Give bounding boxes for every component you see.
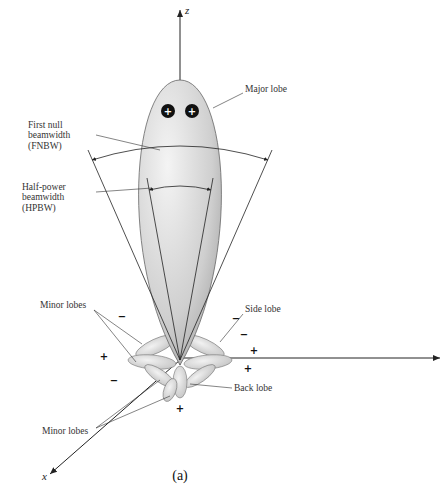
lobe-label: Back lobe [234,383,272,393]
sign-mark: − [118,311,126,322]
lobe-label: Minor lobes [42,426,88,436]
figure-caption: (a) [172,468,188,484]
sign-mark: + [100,351,108,362]
lobe-label: Minor lobes [40,300,86,310]
sign-mark: + [164,106,172,117]
sign-mark: + [188,106,196,117]
sign-mark: − [232,313,240,324]
beamwidth-label: Half-power beamwidth (HPBW) [22,182,94,213]
sign-mark: − [110,375,118,386]
sign-mark: + [244,363,252,374]
beamwidth-label: First null beamwidth (FNBW) [28,120,98,151]
lobe-label: Major lobe [245,84,287,94]
axis-letter: z [185,4,189,16]
sign-mark: + [176,403,184,414]
lobe-label: Side lobe [245,304,281,314]
sign-mark: + [250,345,258,356]
axis-letter: x [42,470,47,482]
sign-mark: − [240,329,248,340]
